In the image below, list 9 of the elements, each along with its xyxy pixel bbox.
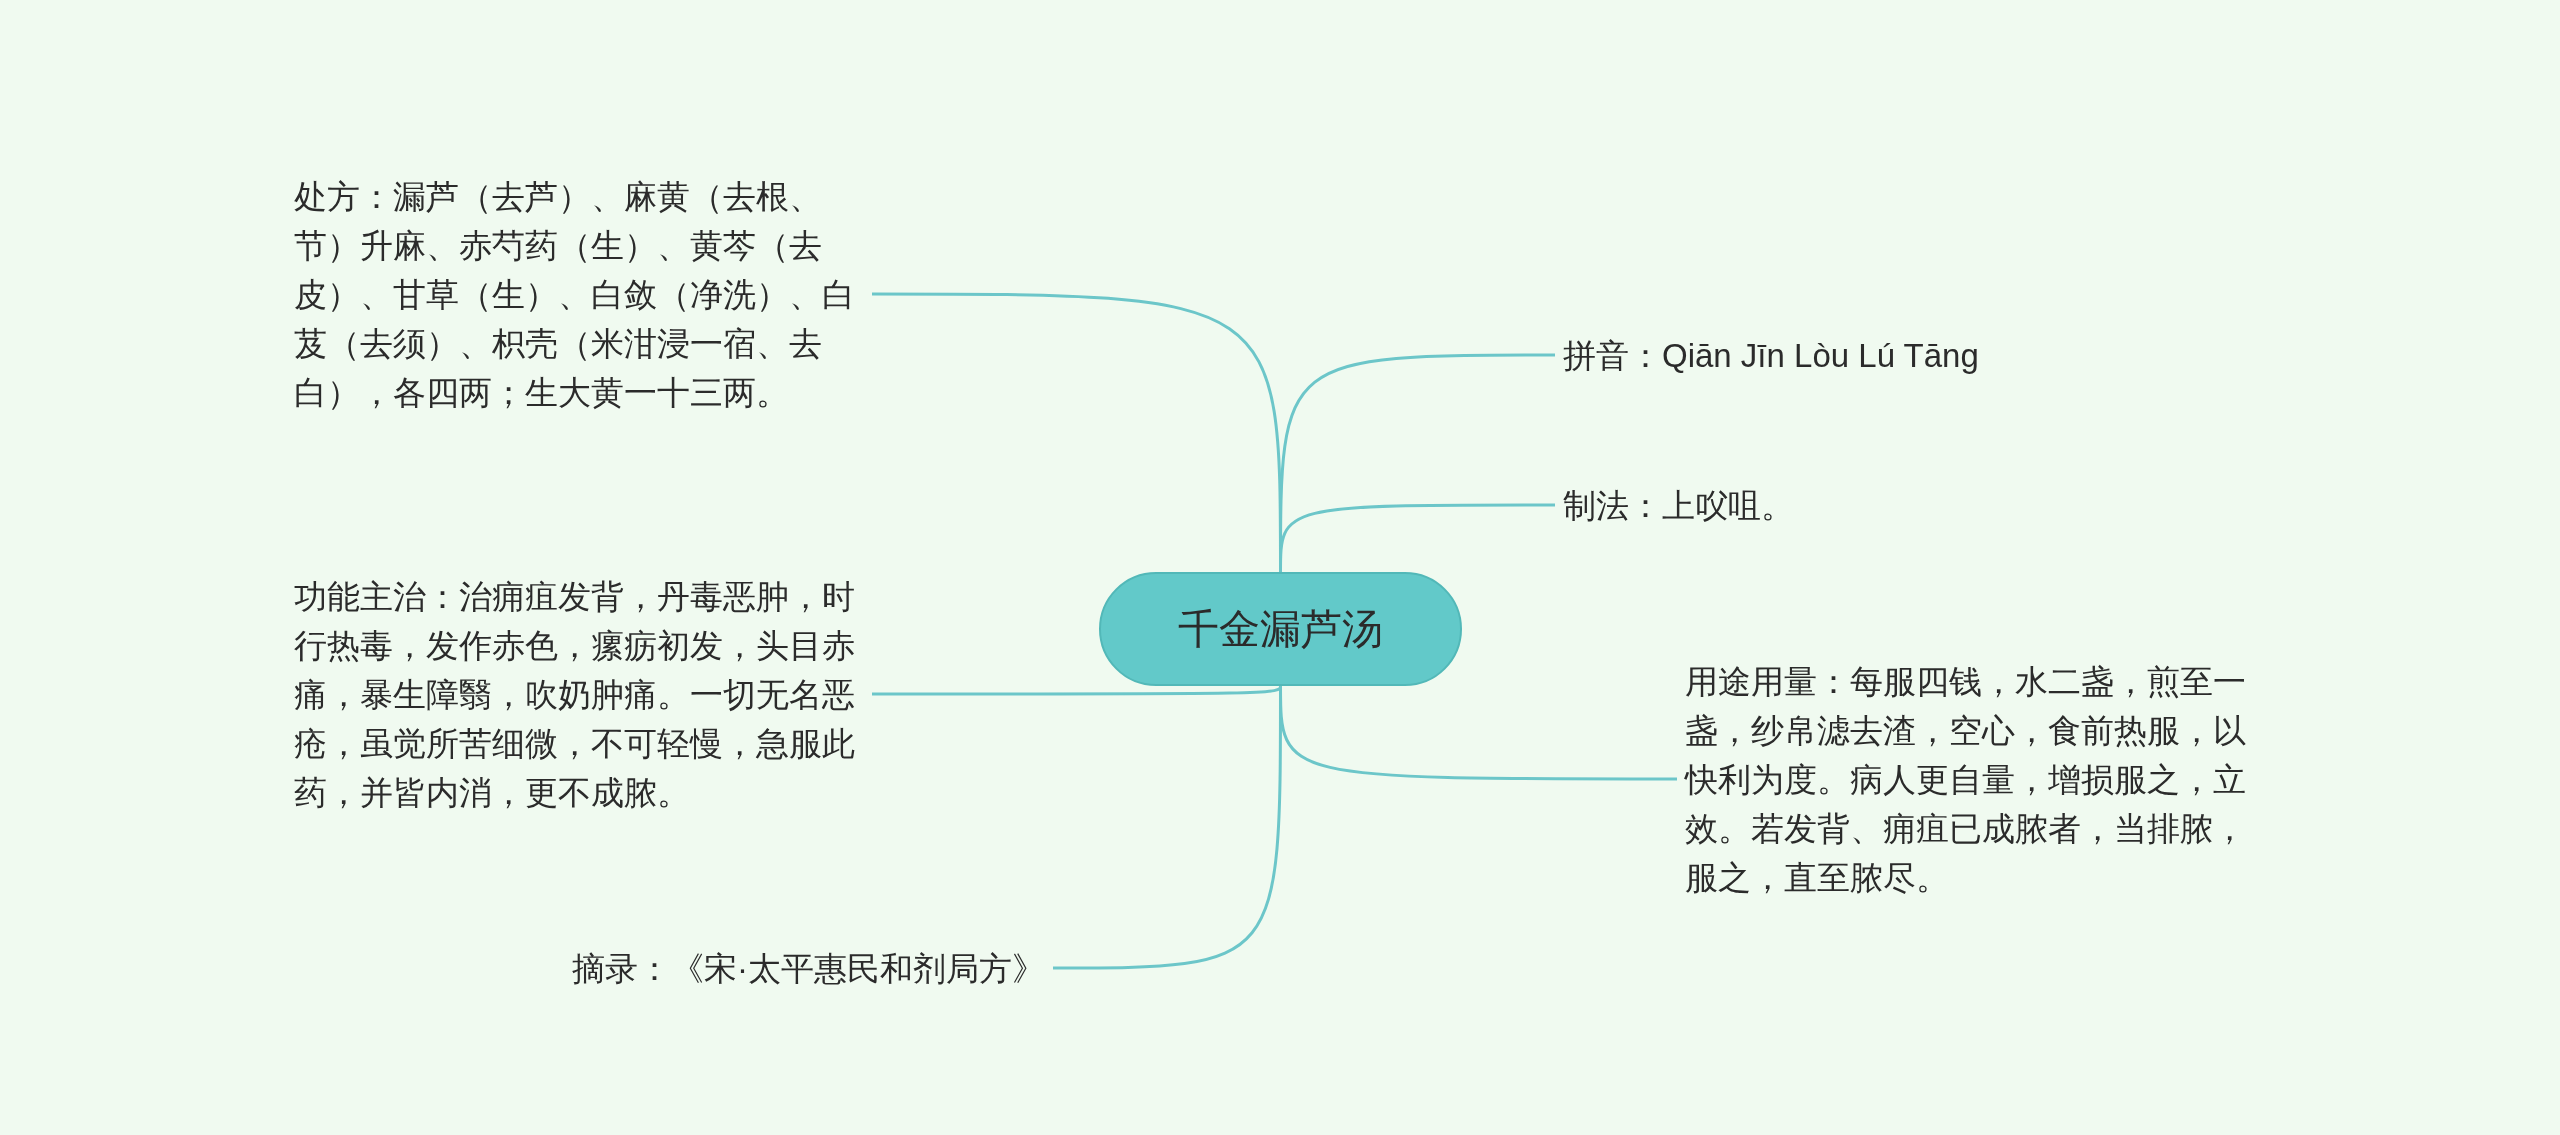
branch-text: 制法：上㕮咀。 — [1563, 485, 1794, 526]
branch-text: 功能主治：治痈疽发背，丹毒恶肿，时行热毒，发作赤色，瘰疬初发，头目赤痛，暴生障翳，吹奶肿痛。一切无名恶疮，虽觉所苦细微，不可轻慢，急服此药，并皆内消，更不成脓。 — [294, 576, 856, 813]
branch-text: 用途用量：每服四钱，水二盏，煎至一盏，纱帛滤去渣，空心，食前热服，以快利为度。病人更自量，增损服之，立效。若发背、痈疽已成脓者，当排脓，服之，直至脓尽。 — [1685, 661, 2247, 898]
connector-line — [872, 685, 1282, 696]
topic-pill: 千金漏芦汤 — [1099, 572, 1462, 686]
branch-text: 摘录：《宋·太平惠民和剂局方》 — [572, 948, 1045, 989]
branch-text: 处方：漏芦（去芦）、麻黄（去根、节）升麻、赤芍药（生）、黄芩（去皮）、甘草（生）、白敛（净洗）、白芨（去须）、枳壳（米泔浸一宿、去白），各四两；生大黄一十三两。 — [294, 176, 856, 413]
connector-line — [1279, 503, 1555, 572]
branch-text: 拼音：Qiān Jīn Lòu Lú Tāng — [1563, 335, 1979, 376]
